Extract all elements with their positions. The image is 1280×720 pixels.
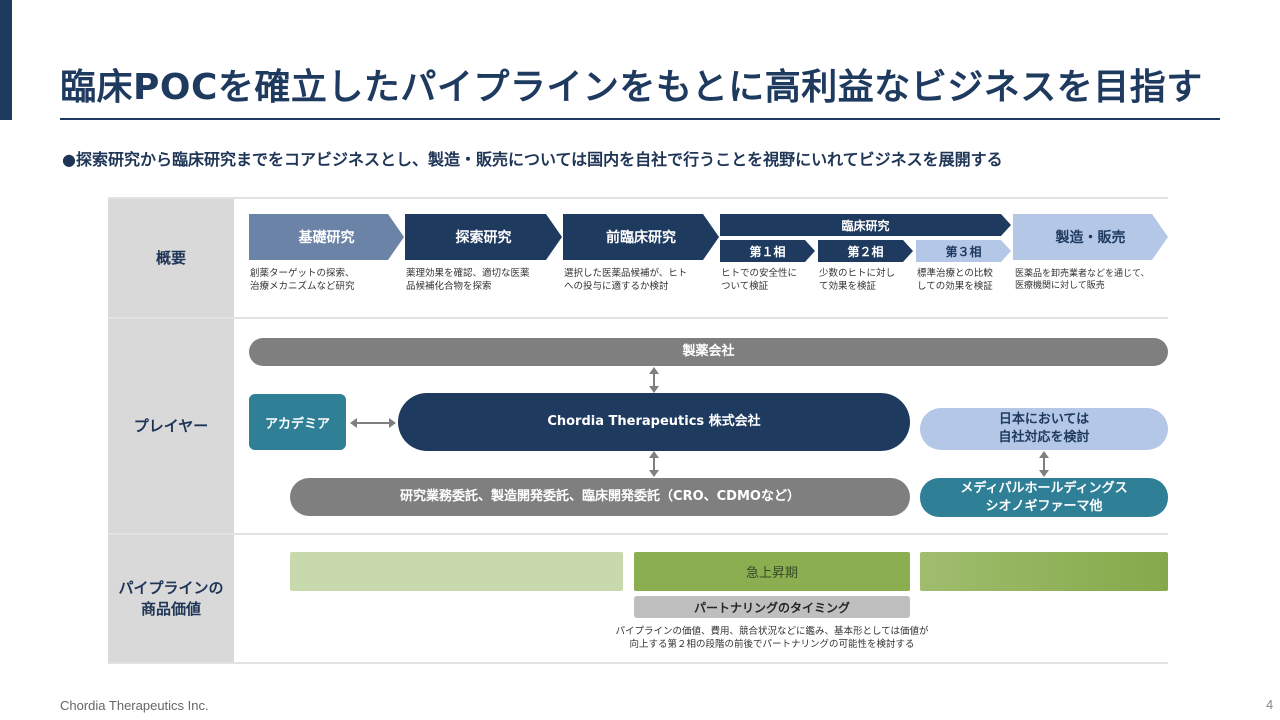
stage-tansaku-label: 探索研究: [455, 230, 512, 246]
value-bar-surge: 急上昇期: [634, 552, 910, 591]
row-label-player: プレイヤー: [108, 319, 234, 533]
value-surge-label: 急上昇期: [745, 566, 798, 581]
updown-arrow-icon: [1039, 451, 1049, 477]
stage-tansaku: 探索研究: [405, 214, 562, 260]
desc-kiso-line1: 創薬ターゲットの探索、: [250, 268, 355, 279]
desc-phase2-line1: 少数のヒトに対し: [819, 268, 896, 279]
desc-seizo: 医薬品を卸売業者などを通じて、 医療機関に対して販売: [1015, 268, 1150, 292]
desc-phase1: ヒトでの安全性に ついて検証: [721, 268, 797, 294]
japan-line2: 自社対応を検討: [998, 430, 1090, 445]
desc-phase3-line2: しての効果を検証: [917, 280, 993, 292]
japan-self-handling-pill: 日本においては 自社対応を検討: [920, 408, 1168, 450]
distributor-pill: メディパルホールディングス シオノギファーマ他: [920, 478, 1168, 517]
stage-seizo-label: 製造・販売: [1055, 230, 1126, 246]
desc-phase3-line1: 標準治療との比較: [917, 268, 993, 279]
page-title: 臨床POCを確立したパイプラインをもとに高利益なビジネスを目指す: [60, 67, 1203, 108]
stage-phase2-label: 第２相: [847, 244, 884, 259]
table-top-border: [108, 197, 1168, 199]
row-label-player-text: プレイヤー: [133, 416, 209, 435]
stage-seizo: 製造・販売: [1013, 214, 1168, 260]
desc-tansaku-line2: 品候補化合物を探索: [406, 280, 492, 292]
desc-zenrinsho-line1: 選択した医薬品候補が、ヒト: [564, 268, 688, 279]
updown-arrow-icon: [649, 451, 659, 477]
stage-phase2: 第２相: [818, 240, 913, 262]
stage-kiso: 基礎研究: [249, 214, 404, 260]
row-label-overview: 概要: [108, 199, 234, 317]
desc-phase1-line1: ヒトでの安全性に: [721, 268, 798, 279]
desc-phase3: 標準治療との比較 しての効果を検証: [917, 268, 993, 294]
desc-seizo-line1: 医薬品を卸売業者などを通じて、: [1015, 269, 1150, 279]
desc-zenrinsho-line2: への投与に適するか検討: [564, 280, 669, 292]
japan-line1: 日本においては: [998, 412, 1090, 428]
row-divider-1: [108, 317, 1168, 319]
partnering-timing-label: パートナリングのタイミング: [693, 600, 850, 615]
stage-rinsho-label: 臨床研究: [841, 218, 890, 233]
pharma-company-bar: 製薬会社: [249, 338, 1168, 366]
stage-zenrinsho-label: 前臨床研究: [606, 230, 676, 246]
stage-rinsho: 臨床研究: [720, 214, 1011, 236]
updown-arrow-icon: [649, 367, 659, 393]
partnering-note: パイプラインの価値、費用、競合状況などに鑑み、基本形としては価値が 向上する第２…: [500, 626, 1044, 652]
desc-kiso: 創薬ターゲットの探索、 治療メカニズムなど研究: [250, 268, 355, 294]
chordia-company-label: Chordia Therapeutics 株式会社: [547, 414, 761, 430]
outsourcing-label: 研究業務委託、製造開発委託、臨床開発委託（CRO、CDMOなど）: [400, 489, 800, 505]
row-label-value: パイプラインの 商品価値: [108, 535, 234, 662]
outsourcing-pill: 研究業務委託、製造開発委託、臨床開発委託（CRO、CDMOなど）: [290, 478, 910, 516]
title-underline: [60, 118, 1220, 120]
stage-phase3: 第３相: [916, 240, 1011, 262]
row-label-value-line1: パイプラインの: [118, 578, 224, 597]
stage-phase1: 第１相: [720, 240, 815, 262]
distributor-line1: メディパルホールディングス: [960, 480, 1128, 496]
pharma-company-label: 製薬会社: [682, 344, 735, 360]
desc-phase2: 少数のヒトに対し て効果を検証: [819, 268, 895, 294]
row-label-value-line2: 商品価値: [140, 599, 201, 618]
desc-kiso-line2: 治療メカニズムなど研究: [250, 280, 355, 292]
row-divider-2: [108, 533, 1168, 535]
partnering-note-line2: 向上する第２相の段階の前後でパートナリングの可能性を検討する: [629, 638, 915, 650]
summary-bullet: ●探索研究から臨床研究までをコアビジネスとし、製造・販売については国内を自社で行…: [62, 150, 1003, 169]
stage-phase1-label: 第１相: [749, 244, 786, 259]
chordia-company-pill: Chordia Therapeutics 株式会社: [398, 393, 910, 451]
desc-tansaku: 薬理効果を確認、適切な医薬 品候補化合物を探索: [406, 268, 530, 294]
title-accent-bar: [0, 0, 12, 120]
partnering-note-line1: パイプラインの価値、費用、競合状況などに鑑み、基本形としては価値が: [615, 626, 929, 637]
desc-phase1-line2: ついて検証: [721, 280, 769, 292]
partnering-timing-bar: パートナリングのタイミング: [634, 596, 910, 618]
stage-kiso-label: 基礎研究: [298, 230, 355, 246]
table-bottom-border: [108, 662, 1168, 664]
row-label-overview-text: 概要: [155, 248, 186, 267]
value-bar-early: [290, 552, 623, 591]
stage-phase3-label: 第３相: [945, 244, 982, 259]
desc-seizo-line2: 医療機関に対して販売: [1015, 281, 1105, 292]
desc-tansaku-line1: 薬理効果を確認、適切な医薬: [406, 268, 530, 279]
academia-label: アカデミア: [264, 416, 330, 432]
academia-box: アカデミア: [249, 394, 346, 450]
page-number: 4: [1266, 697, 1274, 712]
desc-zenrinsho: 選択した医薬品候補が、ヒト への投与に適するか検討: [564, 268, 687, 294]
distributor-line2: シオノギファーマ他: [985, 498, 1103, 514]
leftright-arrow-icon: [350, 418, 396, 428]
footer-company: Chordia Therapeutics Inc.: [60, 698, 209, 713]
stage-zenrinsho: 前臨床研究: [563, 214, 719, 260]
desc-phase2-line2: て効果を検証: [819, 280, 877, 292]
value-bar-late: [920, 552, 1168, 591]
